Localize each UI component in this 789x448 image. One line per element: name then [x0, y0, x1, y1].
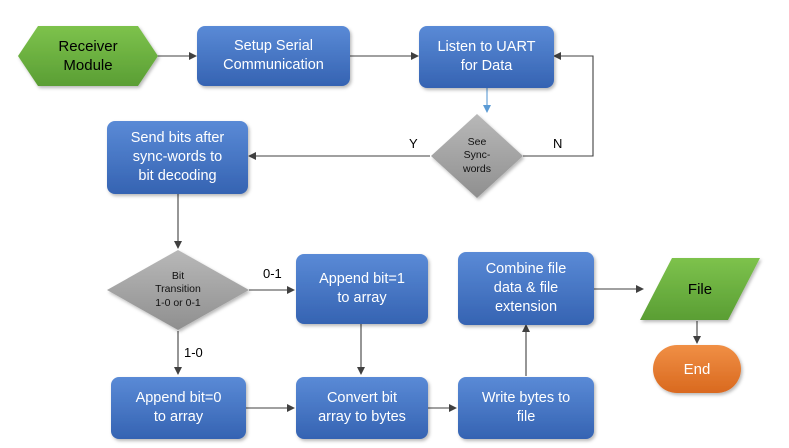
process-setup-serial	[197, 26, 350, 86]
process-append-one	[296, 254, 428, 324]
process-append-zero	[111, 377, 246, 439]
process-listen-uart	[419, 26, 554, 88]
decision-bit-transition	[107, 250, 249, 330]
decision-see-sync	[431, 114, 523, 198]
io-file-parallelogram	[640, 258, 760, 320]
process-send-bits	[107, 121, 248, 194]
process-combine	[458, 252, 594, 325]
terminal-end	[653, 345, 741, 393]
edge-label-no: N	[553, 136, 563, 151]
edge-label-one-zero: 1-0	[184, 345, 203, 360]
process-write-bytes	[458, 377, 594, 439]
edge-label-zero-one: 0-1	[263, 266, 282, 281]
process-convert	[296, 377, 428, 439]
edge-no-loop-back	[523, 52, 594, 157]
edge-label-yes: Y	[409, 136, 418, 151]
start-receiver-hexagon	[18, 26, 158, 86]
